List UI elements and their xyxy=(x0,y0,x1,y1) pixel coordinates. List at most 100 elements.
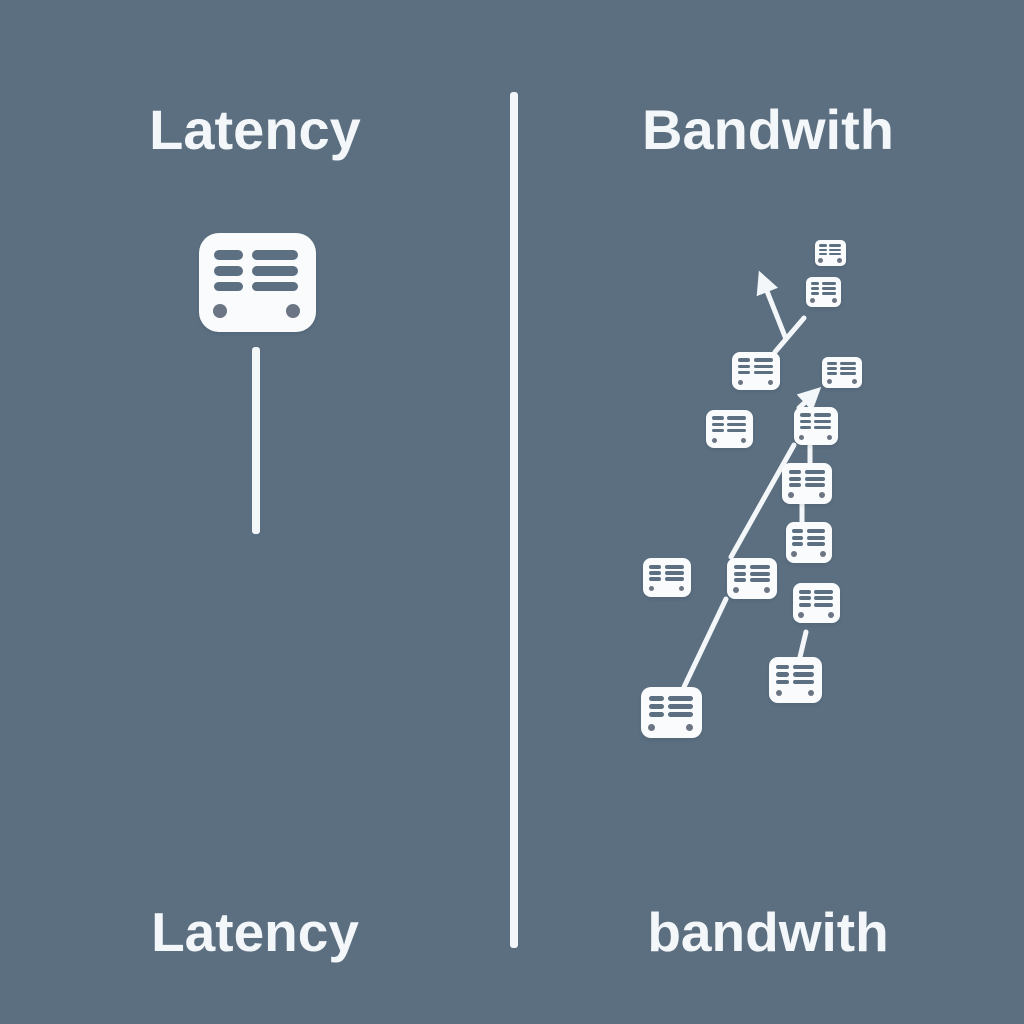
server-slot-bar xyxy=(738,358,751,363)
server-slot-bar xyxy=(828,248,842,252)
server-led-dot xyxy=(827,611,834,618)
server-slot-bar xyxy=(733,564,746,570)
server-card-icon xyxy=(806,277,841,307)
server-slot-bar xyxy=(738,370,751,375)
server-card-icon xyxy=(706,410,753,448)
server-slot-bar xyxy=(804,476,825,481)
server-slot-bar xyxy=(799,425,811,430)
latency-drop-line xyxy=(252,347,260,534)
server-card-icon xyxy=(794,407,838,445)
server-slot-bar xyxy=(810,286,820,290)
server-led-dot xyxy=(799,434,805,440)
server-led-dot xyxy=(711,437,717,443)
server-slot-bar xyxy=(664,577,684,581)
server-led-dot xyxy=(738,379,744,385)
server-led-dot xyxy=(809,298,815,304)
server-slot-bar xyxy=(788,476,801,481)
server-led-dot xyxy=(826,434,832,440)
server-slot-bar xyxy=(810,291,820,295)
server-slot-bar xyxy=(649,564,662,569)
server-slot-bar xyxy=(813,419,832,424)
connection-arrow xyxy=(756,270,789,342)
server-slot-bar xyxy=(749,564,770,570)
server-slot-bar xyxy=(738,364,751,369)
server-slot-bar xyxy=(840,372,856,376)
server-card-icon xyxy=(822,357,862,388)
server-slot-bar xyxy=(775,672,790,677)
server-slot-bar xyxy=(840,362,856,366)
server-slot-bar xyxy=(791,528,804,534)
server-led-dot xyxy=(767,379,773,385)
server-slot-bar xyxy=(649,577,662,581)
server-card-icon xyxy=(793,583,840,623)
server-slot-bar xyxy=(810,282,820,286)
server-led-dot xyxy=(831,298,837,304)
server-slot-bar xyxy=(827,372,838,376)
server-led-dot xyxy=(788,492,794,499)
server-led-dot xyxy=(819,551,826,558)
server-card-icon xyxy=(732,352,780,390)
vertical-divider-line xyxy=(510,92,518,948)
server-slot-bar xyxy=(712,422,724,427)
server-slot-bar xyxy=(819,244,827,247)
server-slot-bar xyxy=(806,535,826,540)
server-slot-bar xyxy=(804,483,825,488)
server-slot-bar xyxy=(813,425,832,430)
server-slot-bar xyxy=(251,265,299,276)
server-slot-bar xyxy=(664,570,684,575)
server-slot-bar xyxy=(664,564,684,569)
server-card-icon xyxy=(769,657,822,703)
server-slot-bar xyxy=(819,248,827,252)
server-slot-bar xyxy=(792,664,815,670)
server-led-dot xyxy=(686,723,694,731)
server-slot-bar xyxy=(799,589,811,594)
server-slot-bar xyxy=(668,695,693,701)
server-slot-bar xyxy=(251,281,299,292)
server-slot-bar xyxy=(828,252,842,256)
server-slot-bar xyxy=(791,542,804,547)
server-slot-bar xyxy=(727,422,746,427)
server-led-dot xyxy=(851,378,857,384)
server-slot-bar xyxy=(821,282,836,286)
server-led-dot xyxy=(775,690,782,697)
server-slot-bar xyxy=(788,469,801,475)
server-slot-bar xyxy=(814,602,833,607)
server-slot-bar xyxy=(799,419,811,424)
connection-line xyxy=(728,442,797,560)
server-slot-bar xyxy=(214,281,244,292)
server-led-dot xyxy=(819,492,825,499)
server-slot-bar xyxy=(806,528,826,534)
server-slot-bar xyxy=(648,703,665,709)
server-slot-bar xyxy=(727,416,746,421)
server-slot-bar xyxy=(749,571,770,576)
server-slot-bar xyxy=(799,602,811,607)
server-slot-bar xyxy=(668,711,693,718)
server-led-dot xyxy=(791,551,798,558)
server-slot-bar xyxy=(799,596,811,601)
latency-title: Latency xyxy=(149,98,361,161)
connection-line xyxy=(797,629,809,660)
server-led-dot xyxy=(648,723,656,731)
server-slot-bar xyxy=(712,416,724,421)
server-slot-bar xyxy=(792,679,815,685)
server-card-icon xyxy=(727,558,777,599)
server-slot-bar xyxy=(775,679,790,685)
server-card-icon xyxy=(815,240,846,266)
server-led-dot xyxy=(678,586,684,592)
bandwidth-caption: bandwith xyxy=(647,901,889,963)
server-card-icon xyxy=(199,233,316,332)
server-slot-bar xyxy=(806,542,826,547)
server-slot-bar xyxy=(814,589,833,594)
server-card-icon xyxy=(786,522,832,563)
server-slot-bar xyxy=(214,265,244,276)
server-slot-bar xyxy=(814,596,833,601)
server-slot-bar xyxy=(821,286,836,290)
server-slot-bar xyxy=(727,428,746,433)
connection-arrow xyxy=(796,387,822,412)
server-slot-bar xyxy=(827,367,838,371)
server-slot-bar xyxy=(775,664,790,670)
server-slot-bar xyxy=(828,244,842,247)
server-card-icon xyxy=(782,463,832,504)
server-led-dot xyxy=(818,258,824,264)
